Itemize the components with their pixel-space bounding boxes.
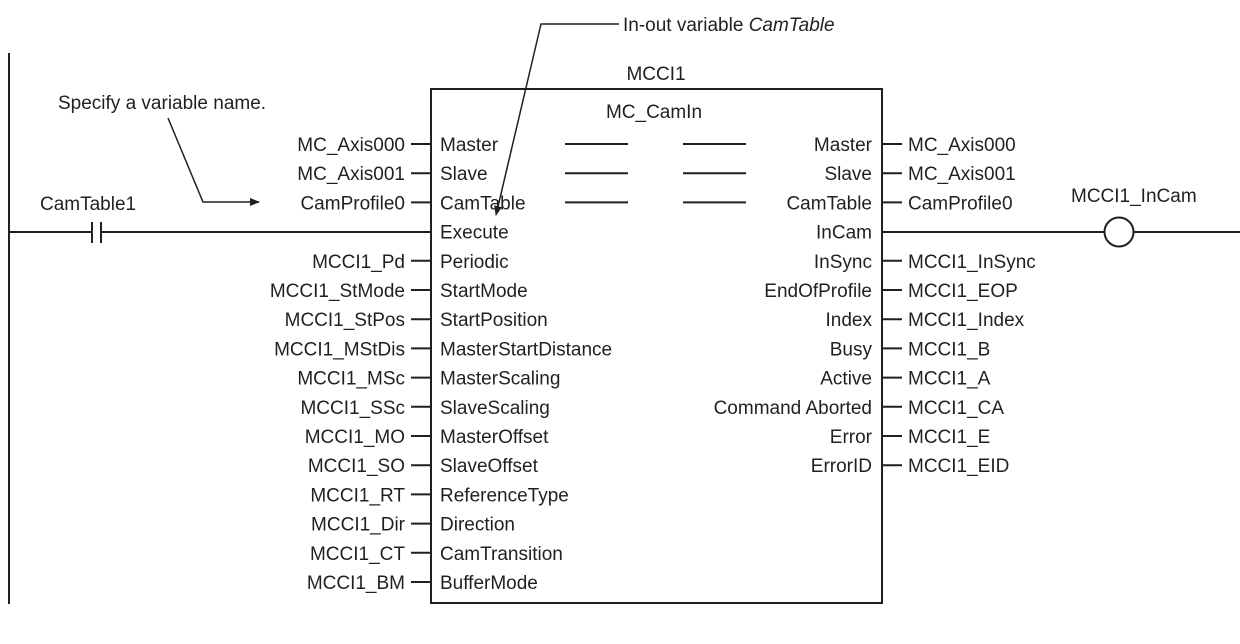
output-pin-command-aborted: Command Aborted — [714, 398, 872, 419]
output-var-command-aborted: MCCI1_CA — [908, 398, 1004, 419]
input-var-buffermode: MCCI1_BM — [307, 573, 405, 594]
input-pin-slave: Slave — [440, 164, 488, 185]
specify-annotation-leader — [167, 117, 260, 206]
output-pin-error: Error — [830, 427, 873, 448]
inout-annotation-leader — [494, 23, 619, 216]
inout-annotation-prefix: In-out variable — [623, 15, 749, 36]
output-var-active: MCCI1_A — [908, 369, 991, 390]
output-var-busy: MCCI1_B — [908, 339, 990, 360]
input-var-masterscaling: MCCI1_MSc — [297, 369, 405, 390]
output-pin-errorid: ErrorID — [811, 456, 872, 477]
coil-icon — [1103, 216, 1135, 248]
input-var-startmode: MCCI1_StMode — [270, 281, 405, 302]
output-pin-incam: InCam — [816, 223, 872, 244]
output-var-master: MC_Axis000 — [908, 135, 1016, 156]
output-var-slave: MC_Axis001 — [908, 164, 1016, 185]
input-pin-buffermode: BufferMode — [440, 573, 538, 594]
output-pin-endofprofile: EndOfProfile — [764, 281, 872, 302]
output-pin-camtable: CamTable — [786, 193, 872, 214]
input-pin-direction: Direction — [440, 515, 515, 536]
input-pin-camtransition: CamTransition — [440, 544, 563, 565]
input-var-referencetype: MCCI1_RT — [310, 485, 405, 506]
output-pin-active: Active — [820, 369, 872, 390]
contact-label: CamTable1 — [40, 194, 136, 215]
input-pin-periodic: Periodic — [440, 252, 509, 273]
input-var-master: MC_Axis000 — [297, 135, 405, 156]
inout-annotation-var: CamTable — [749, 15, 835, 36]
input-var-masterstartdistance: MCCI1_MStDis — [274, 339, 405, 360]
input-pin-slavescaling: SlaveScaling — [440, 398, 550, 419]
input-pin-camtable: CamTable — [440, 193, 526, 214]
input-pin-masterscaling: MasterScaling — [440, 369, 560, 390]
coil-label: MCCI1_InCam — [1071, 186, 1197, 207]
input-pin-startposition: StartPosition — [440, 310, 548, 331]
output-var-index: MCCI1_Index — [908, 310, 1025, 331]
input-var-startposition: MCCI1_StPos — [285, 310, 405, 331]
input-var-direction: MCCI1_Dir — [311, 515, 406, 536]
output-var-error: MCCI1_E — [908, 427, 990, 448]
input-pin-referencetype: ReferenceType — [440, 485, 569, 506]
input-var-slaveoffset: MCCI1_SO — [308, 456, 405, 477]
output-pin-master: Master — [814, 135, 873, 156]
instance-name: MCCI1 — [626, 64, 685, 85]
input-var-camtable: CamProfile0 — [300, 193, 405, 214]
function-block-body — [430, 88, 883, 604]
output-var-endofprofile: MCCI1_EOP — [908, 281, 1018, 302]
function-block-title: MC_CamIn — [606, 102, 702, 123]
output-var-errorid: MCCI1_EID — [908, 456, 1009, 477]
input-pin-masteroffset: MasterOffset — [440, 427, 549, 448]
input-var-camtransition: MCCI1_CT — [310, 544, 405, 565]
specify-annotation: Specify a variable name. — [58, 93, 266, 114]
input-var-slave: MC_Axis001 — [297, 164, 405, 185]
input-var-masteroffset: MCCI1_MO — [305, 427, 405, 448]
input-pin-masterstartdistance: MasterStartDistance — [440, 339, 612, 360]
output-pin-insync: InSync — [814, 252, 872, 273]
input-pin-slaveoffset: SlaveOffset — [440, 456, 539, 477]
input-pin-startmode: StartMode — [440, 281, 528, 302]
output-var-camtable: CamProfile0 — [908, 193, 1013, 214]
output-var-insync: MCCI1_InSync — [908, 252, 1036, 273]
input-var-periodic: MCCI1_Pd — [312, 252, 405, 273]
input-pin-execute: Execute — [440, 223, 509, 244]
output-pin-index: Index — [826, 310, 873, 331]
input-pin-master: Master — [440, 135, 499, 156]
output-pin-busy: Busy — [830, 339, 873, 360]
input-var-slavescaling: MCCI1_SSc — [300, 398, 405, 419]
output-pin-slave: Slave — [824, 164, 872, 185]
inout-annotation: In-out variable CamTable — [623, 15, 835, 36]
